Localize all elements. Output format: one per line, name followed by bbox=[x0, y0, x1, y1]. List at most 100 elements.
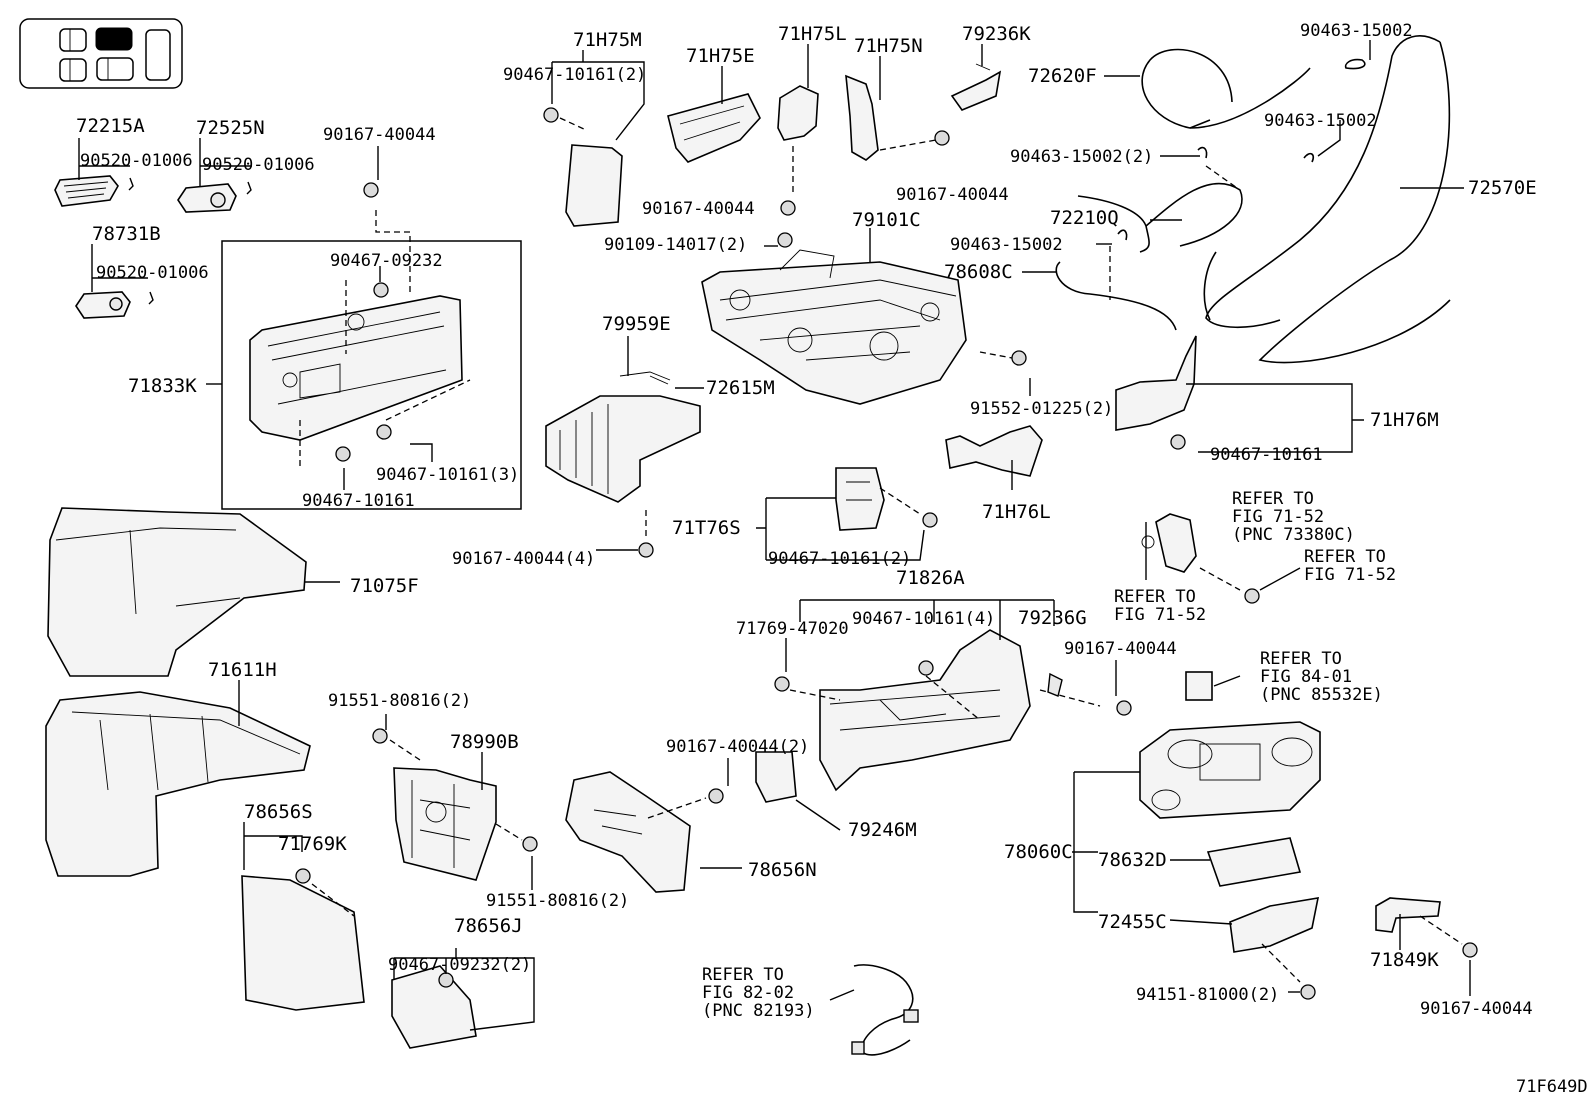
label-90463-15002-c: 90463-15002 bbox=[950, 235, 1063, 255]
label-90467-10161-a: 90467-10161 bbox=[1210, 445, 1323, 465]
bolt-icon bbox=[780, 200, 796, 216]
bracket-71h76m bbox=[1115, 335, 1197, 431]
label-71826a: 71826A bbox=[896, 567, 965, 589]
bracket-71849k bbox=[1375, 897, 1441, 933]
label-78060c: 78060C bbox=[1004, 841, 1073, 863]
label-94151-81000-2: 94151-81000(2) bbox=[1136, 985, 1279, 1005]
label-90467-09232-2: 90467-09232(2) bbox=[388, 955, 531, 975]
label-79101c: 79101C bbox=[852, 209, 921, 231]
cable-72570e bbox=[1203, 35, 1451, 364]
label-71769k: 71769K bbox=[278, 833, 347, 855]
label-71769-47020: 71769-47020 bbox=[736, 619, 849, 639]
refer-note-1-line-2: FIG 71-52 bbox=[1232, 507, 1324, 527]
label-90463-15002-2: 90463-15002(2) bbox=[1010, 147, 1153, 167]
seatbelt-buckle-part bbox=[1141, 513, 1197, 573]
part-labels: 71H75M 90467-10161(2) 71H75E 71H75L 71H7… bbox=[76, 21, 1537, 1019]
refer-note-3-line-1: REFER TO bbox=[1114, 587, 1196, 607]
cupholder-78060c bbox=[1139, 721, 1321, 819]
plate-78632d bbox=[1206, 837, 1302, 887]
label-78608c: 78608C bbox=[944, 261, 1013, 283]
refer-note-2-line-1: REFER TO bbox=[1304, 547, 1386, 567]
cover-78656n bbox=[565, 771, 691, 893]
label-90167-40044-4: 90167-40044(4) bbox=[452, 549, 595, 569]
clip-icon bbox=[1170, 434, 1186, 450]
bracket-71h76l bbox=[945, 425, 1043, 477]
bolt-icon bbox=[522, 836, 538, 852]
label-71611h: 71611H bbox=[208, 659, 277, 681]
clip-icon bbox=[373, 282, 389, 298]
label-71h76m: 71H76M bbox=[1370, 409, 1439, 431]
bolt-icon bbox=[1462, 942, 1478, 958]
clip-icon bbox=[918, 660, 934, 676]
bolt-icon bbox=[1116, 700, 1132, 716]
bolt-icon bbox=[638, 542, 654, 558]
clip-icon bbox=[1117, 229, 1128, 241]
label-72455c: 72455C bbox=[1098, 911, 1167, 933]
label-90467-10161-3: 90467-10161(3) bbox=[376, 465, 519, 485]
label-79236k: 79236K bbox=[962, 23, 1031, 45]
leader-lines bbox=[78, 40, 1471, 1031]
label-78632d: 78632D bbox=[1098, 849, 1167, 871]
bolt-icon bbox=[777, 232, 793, 248]
refer-note-2-line-2: FIG 71-52 bbox=[1304, 565, 1396, 585]
cover-71h75m bbox=[565, 144, 623, 227]
nut-icon bbox=[1300, 984, 1316, 1000]
switch-72525n bbox=[177, 181, 252, 213]
label-72570e: 72570E bbox=[1468, 177, 1537, 199]
cover-71h75e bbox=[667, 93, 761, 163]
label-71h75e: 71H75E bbox=[686, 45, 755, 67]
label-78731b: 78731B bbox=[92, 223, 161, 245]
bolt-icon bbox=[1011, 350, 1027, 366]
label-91551-80816-2-b: 91551-80816(2) bbox=[486, 891, 629, 911]
bolt-icon bbox=[934, 130, 950, 146]
label-71849k: 71849K bbox=[1370, 949, 1439, 971]
label-90467-10161-2-top: 90467-10161(2) bbox=[503, 65, 646, 85]
label-72615m: 72615M bbox=[706, 377, 775, 399]
label-78656j: 78656J bbox=[454, 915, 523, 937]
clip-icon bbox=[1197, 146, 1208, 159]
label-79236g: 79236G bbox=[1018, 607, 1087, 629]
label-72215a: 72215A bbox=[76, 115, 145, 137]
label-90109-14017-2: 90109-14017(2) bbox=[604, 235, 747, 255]
bolt-icon bbox=[363, 182, 379, 198]
label-91552-01225-2: 91552-01225(2) bbox=[970, 399, 1113, 419]
label-90167-40044-e: 90167-40044 bbox=[1420, 999, 1533, 1019]
seatback-cover-71075f bbox=[47, 507, 307, 677]
bracket-72455c bbox=[1229, 897, 1320, 953]
panel-79246m bbox=[755, 751, 797, 803]
cable-72620f bbox=[1141, 48, 1311, 129]
bracket-71h75n bbox=[845, 74, 879, 161]
label-72210q: 72210Q bbox=[1050, 207, 1119, 229]
label-90520-01006-a: 90520-01006 bbox=[80, 151, 193, 171]
clip-icon bbox=[335, 446, 351, 462]
clip-icon bbox=[543, 107, 559, 123]
refer-note-3-line-2: FIG 71-52 bbox=[1114, 605, 1206, 625]
label-71h75m: 71H75M bbox=[573, 29, 642, 51]
label-78656n: 78656N bbox=[748, 859, 817, 881]
duct-79959e bbox=[545, 371, 701, 503]
switch-78731b bbox=[75, 291, 154, 319]
label-90520-01006-b: 90520-01006 bbox=[202, 155, 315, 175]
hinge-78990b bbox=[393, 767, 497, 881]
bracket-79236k bbox=[950, 63, 1002, 111]
label-90167-40044-b: 90167-40044 bbox=[896, 185, 1009, 205]
refer-note-4-line-2: FIG 84-01 bbox=[1260, 667, 1352, 687]
label-90167-40044-c: 90167-40044 bbox=[642, 199, 755, 219]
label-90463-15002-b: 90463-15002 bbox=[1264, 111, 1377, 131]
label-90467-10161-2-mid: 90467-10161(2) bbox=[768, 549, 911, 569]
refer-note-5-line-2: FIG 82-02 bbox=[702, 983, 794, 1003]
label-90463-15002-a: 90463-15002 bbox=[1300, 21, 1413, 41]
console-tray-71826a bbox=[819, 629, 1031, 792]
label-79246m: 79246M bbox=[848, 819, 917, 841]
label-90167-40044-2: 90167-40044(2) bbox=[666, 737, 809, 757]
label-90167-40044-d: 90167-40044 bbox=[1064, 639, 1177, 659]
clip-icon bbox=[295, 868, 311, 884]
refer-note-4-line-1: REFER TO bbox=[1260, 649, 1342, 669]
bolt-icon bbox=[372, 728, 388, 744]
label-90167-40044-a: 90167-40044 bbox=[323, 125, 436, 145]
label-71t76s: 71T76S bbox=[672, 517, 741, 539]
refer-note-4-line-3: (PNC 85532E) bbox=[1260, 685, 1383, 705]
clip-icon bbox=[438, 972, 454, 988]
